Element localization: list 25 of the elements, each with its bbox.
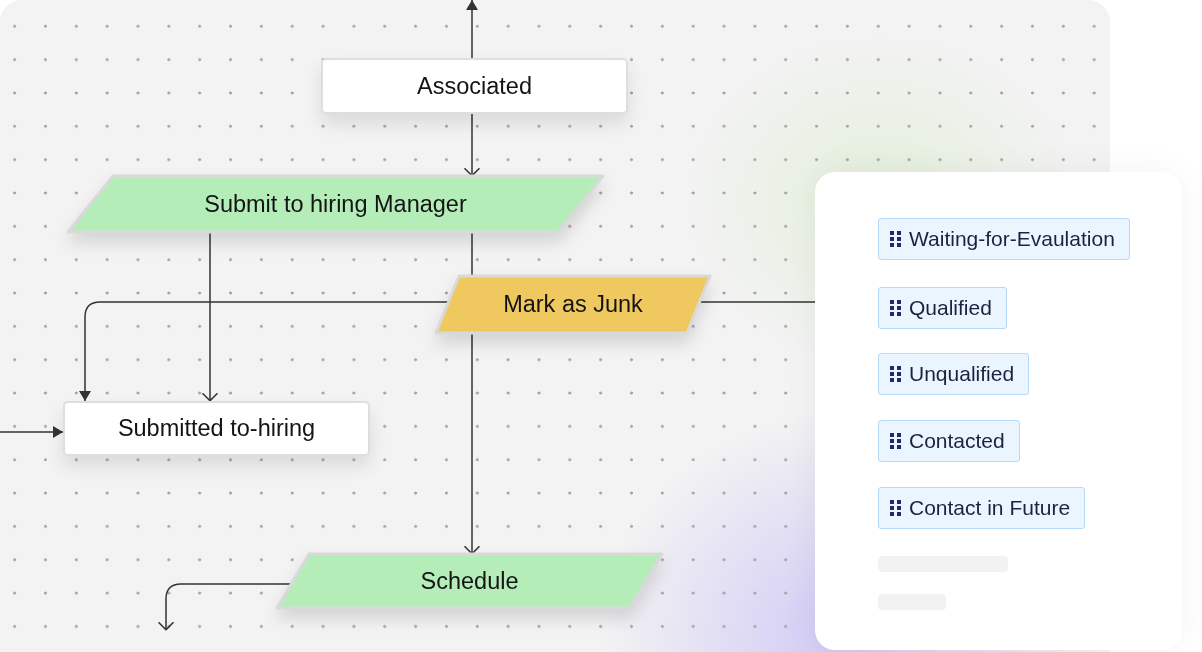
parallelogram-shape [277,554,662,608]
node-label: Associated [417,72,532,100]
node-label: Schedule [420,567,519,595]
status-box [321,58,628,114]
tag-label: Contact in Future [909,496,1071,520]
node-label: Mark as Junk [503,291,643,318]
status-tag [878,420,1020,462]
tag-label: Contacted [909,429,1005,453]
tag-label: Unqualified [909,362,1015,386]
status-tag [878,487,1086,529]
status-box [63,401,370,456]
arrow [158,583,292,631]
status-list-card [815,172,1182,650]
arrow [466,0,478,59]
status-tag [878,218,1130,260]
parallelogram-shape [68,176,603,232]
tag-label: Qualified [909,296,992,320]
arrow [464,113,480,177]
node-label: Submit to hiring Manager [204,190,467,218]
arrow [0,426,64,438]
status-tag [878,353,1030,395]
parallelogram-shape [436,276,710,333]
status-tag [878,287,1007,329]
node-label: Submitted to-hiring [117,415,316,442]
tag-label: Waiting-for-Evaulation [909,227,1115,251]
